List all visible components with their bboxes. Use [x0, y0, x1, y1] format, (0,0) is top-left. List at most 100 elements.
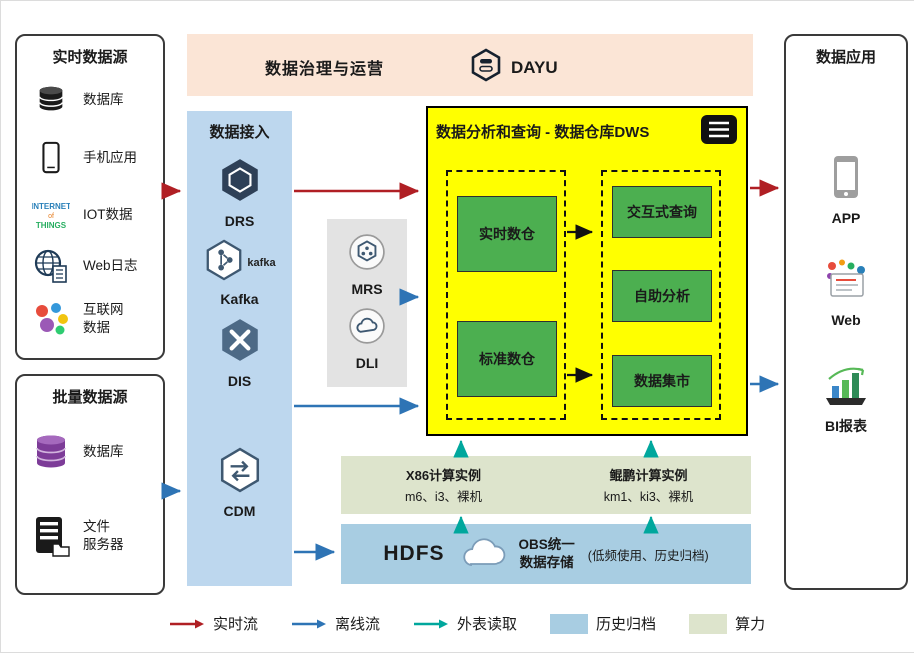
- service-drs: DRS: [187, 157, 292, 229]
- service-label: DLI: [355, 355, 379, 371]
- legend-item-realtime-flow: 实时流: [169, 613, 258, 634]
- app-item-label: APP: [831, 210, 861, 226]
- module-data-mart: 数据集市: [612, 355, 712, 407]
- source-item-label: 手机应用: [83, 149, 137, 165]
- banner-governance: 数据治理与运营 DAYU: [187, 34, 753, 96]
- ingestion-title: 数据接入: [209, 124, 270, 141]
- legend-label: 实时流: [213, 616, 259, 633]
- file-server-icon: [27, 514, 75, 558]
- kafka-logo-text: kafka: [247, 256, 276, 269]
- compute-swatch: [689, 613, 728, 634]
- legend-item-compute: 算力: [689, 613, 765, 634]
- service-label: CDM: [223, 503, 256, 519]
- internet-data-icon: [27, 301, 75, 337]
- service-kafka: kafka Kafka: [187, 239, 292, 307]
- offline-flow-arrow-icon: [292, 619, 327, 628]
- service-label: DRS: [224, 213, 255, 229]
- source-item-label: 数据库: [83, 443, 124, 459]
- obs-label: OBS统一 数据存储: [518, 537, 575, 570]
- batch-sources-title: 批量数据源: [52, 389, 128, 406]
- app-item-label: BI报表: [825, 418, 867, 434]
- panel-processing: MRS DLI: [327, 219, 407, 387]
- hdfs-label: HDFS: [383, 542, 445, 565]
- panel-batch-sources: 批量数据源 数据库 文件 服务器: [15, 374, 165, 595]
- x86-models: m6、i3、裸机: [404, 490, 483, 504]
- source-item-label: Web日志: [83, 257, 138, 273]
- service-dli: DLI: [327, 307, 407, 371]
- external-read-arrow-icon: [414, 619, 449, 628]
- legend-item-external-read: 外表读取: [413, 613, 517, 634]
- governance-title: 数据治理与运营: [265, 61, 385, 78]
- source-item-file-server: 文件 服务器: [27, 506, 157, 566]
- dws-title: 数据分析和查询 - 数据仓库DWS: [436, 124, 650, 141]
- panel-storage: HDFS OBS统一 数据存储 (低频使用、历史归档): [341, 524, 751, 584]
- app-item-web: Web: [786, 258, 906, 328]
- archive-swatch: [550, 613, 589, 634]
- dws-warehouse-group: 实时数仓 标准数仓: [446, 170, 566, 420]
- service-dis: DIS: [187, 317, 292, 389]
- module-label: 交互式查询: [627, 204, 697, 220]
- database-icon: [27, 82, 75, 118]
- module-label: 数据集市: [634, 373, 690, 389]
- module-label: 实时数仓: [479, 226, 535, 242]
- module-label: 标准数仓: [479, 351, 535, 367]
- kunpeng-models: km1、ki3、裸机: [603, 490, 694, 504]
- report-icon: [700, 114, 738, 150]
- source-item-label: 文件 服务器: [83, 518, 124, 552]
- app-item-label: Web: [831, 312, 861, 328]
- dayu-group: DAYU: [469, 48, 558, 87]
- panel-data-applications: 数据应用 APP Web BI报表: [784, 34, 908, 590]
- legend-label: 外表读取: [457, 616, 518, 633]
- svg-text:of: of: [48, 213, 54, 220]
- module-self-service-analysis: 自助分析: [612, 270, 712, 322]
- legend-label: 历史归档: [596, 616, 657, 633]
- source-item-internet-data: 互联网 数据: [27, 293, 157, 345]
- source-item-web-log: Web日志: [27, 240, 157, 292]
- compute-x86: X86计算实例 m6、i3、裸机: [341, 456, 546, 514]
- cdm-icon: [217, 447, 263, 498]
- source-item-database-batch: 数据库: [27, 424, 157, 480]
- app-icon: [826, 154, 866, 205]
- source-item-label: 数据库: [83, 91, 124, 107]
- database-purple-icon: [27, 432, 75, 472]
- kunpeng-title: 鲲鹏计算实例: [609, 468, 688, 483]
- dis-icon: [217, 317, 263, 368]
- service-label: DIS: [227, 373, 252, 389]
- panel-data-ingestion: 数据接入 DRS kafka Kafka DIS: [187, 111, 292, 586]
- obs-note: (低频使用、历史归档): [587, 548, 709, 563]
- panel-compute-instances: X86计算实例 m6、i3、裸机 鲲鹏计算实例 km1、ki3、裸机: [341, 456, 751, 514]
- service-label: MRS: [351, 281, 383, 297]
- source-item-label: 互联网 数据: [83, 301, 124, 335]
- app-item-app: APP: [786, 154, 906, 226]
- mrs-icon: [348, 233, 386, 276]
- app-item-bi-report: BI报表: [786, 364, 906, 436]
- dws-analytics-group: 交互式查询 自助分析 数据集市: [601, 170, 721, 420]
- source-item-label: IOT数据: [83, 206, 133, 222]
- bi-report-icon: [823, 364, 869, 411]
- applications-title: 数据应用: [815, 49, 876, 66]
- module-standard-warehouse: 标准数仓: [457, 321, 557, 397]
- module-interactive-query: 交互式查询: [612, 186, 712, 238]
- dli-icon: [348, 307, 386, 350]
- legend-label: 离线流: [335, 616, 381, 633]
- service-mrs: MRS: [327, 233, 407, 297]
- compute-kunpeng: 鲲鹏计算实例 km1、ki3、裸机: [546, 456, 751, 514]
- module-label: 自助分析: [634, 288, 690, 304]
- kafka-icon: [203, 239, 245, 286]
- service-label: Kafka: [220, 291, 259, 307]
- legend-item-archive: 历史归档: [550, 613, 656, 634]
- source-item-mobile-app: 手机应用: [27, 132, 157, 184]
- realtime-flow-arrow-icon: [170, 619, 204, 628]
- web-log-icon: [27, 248, 75, 284]
- legend-label: 算力: [735, 616, 766, 633]
- legend: 实时流 离线流 外表读取 历史归档 算力: [169, 613, 765, 634]
- phone-icon: [27, 139, 75, 177]
- realtime-sources-title: 实时数据源: [52, 49, 128, 66]
- x86-title: X86计算实例: [405, 468, 482, 483]
- module-realtime-warehouse: 实时数仓: [457, 196, 557, 272]
- drs-icon: [217, 157, 263, 208]
- legend-item-offline-flow: 离线流: [291, 613, 380, 634]
